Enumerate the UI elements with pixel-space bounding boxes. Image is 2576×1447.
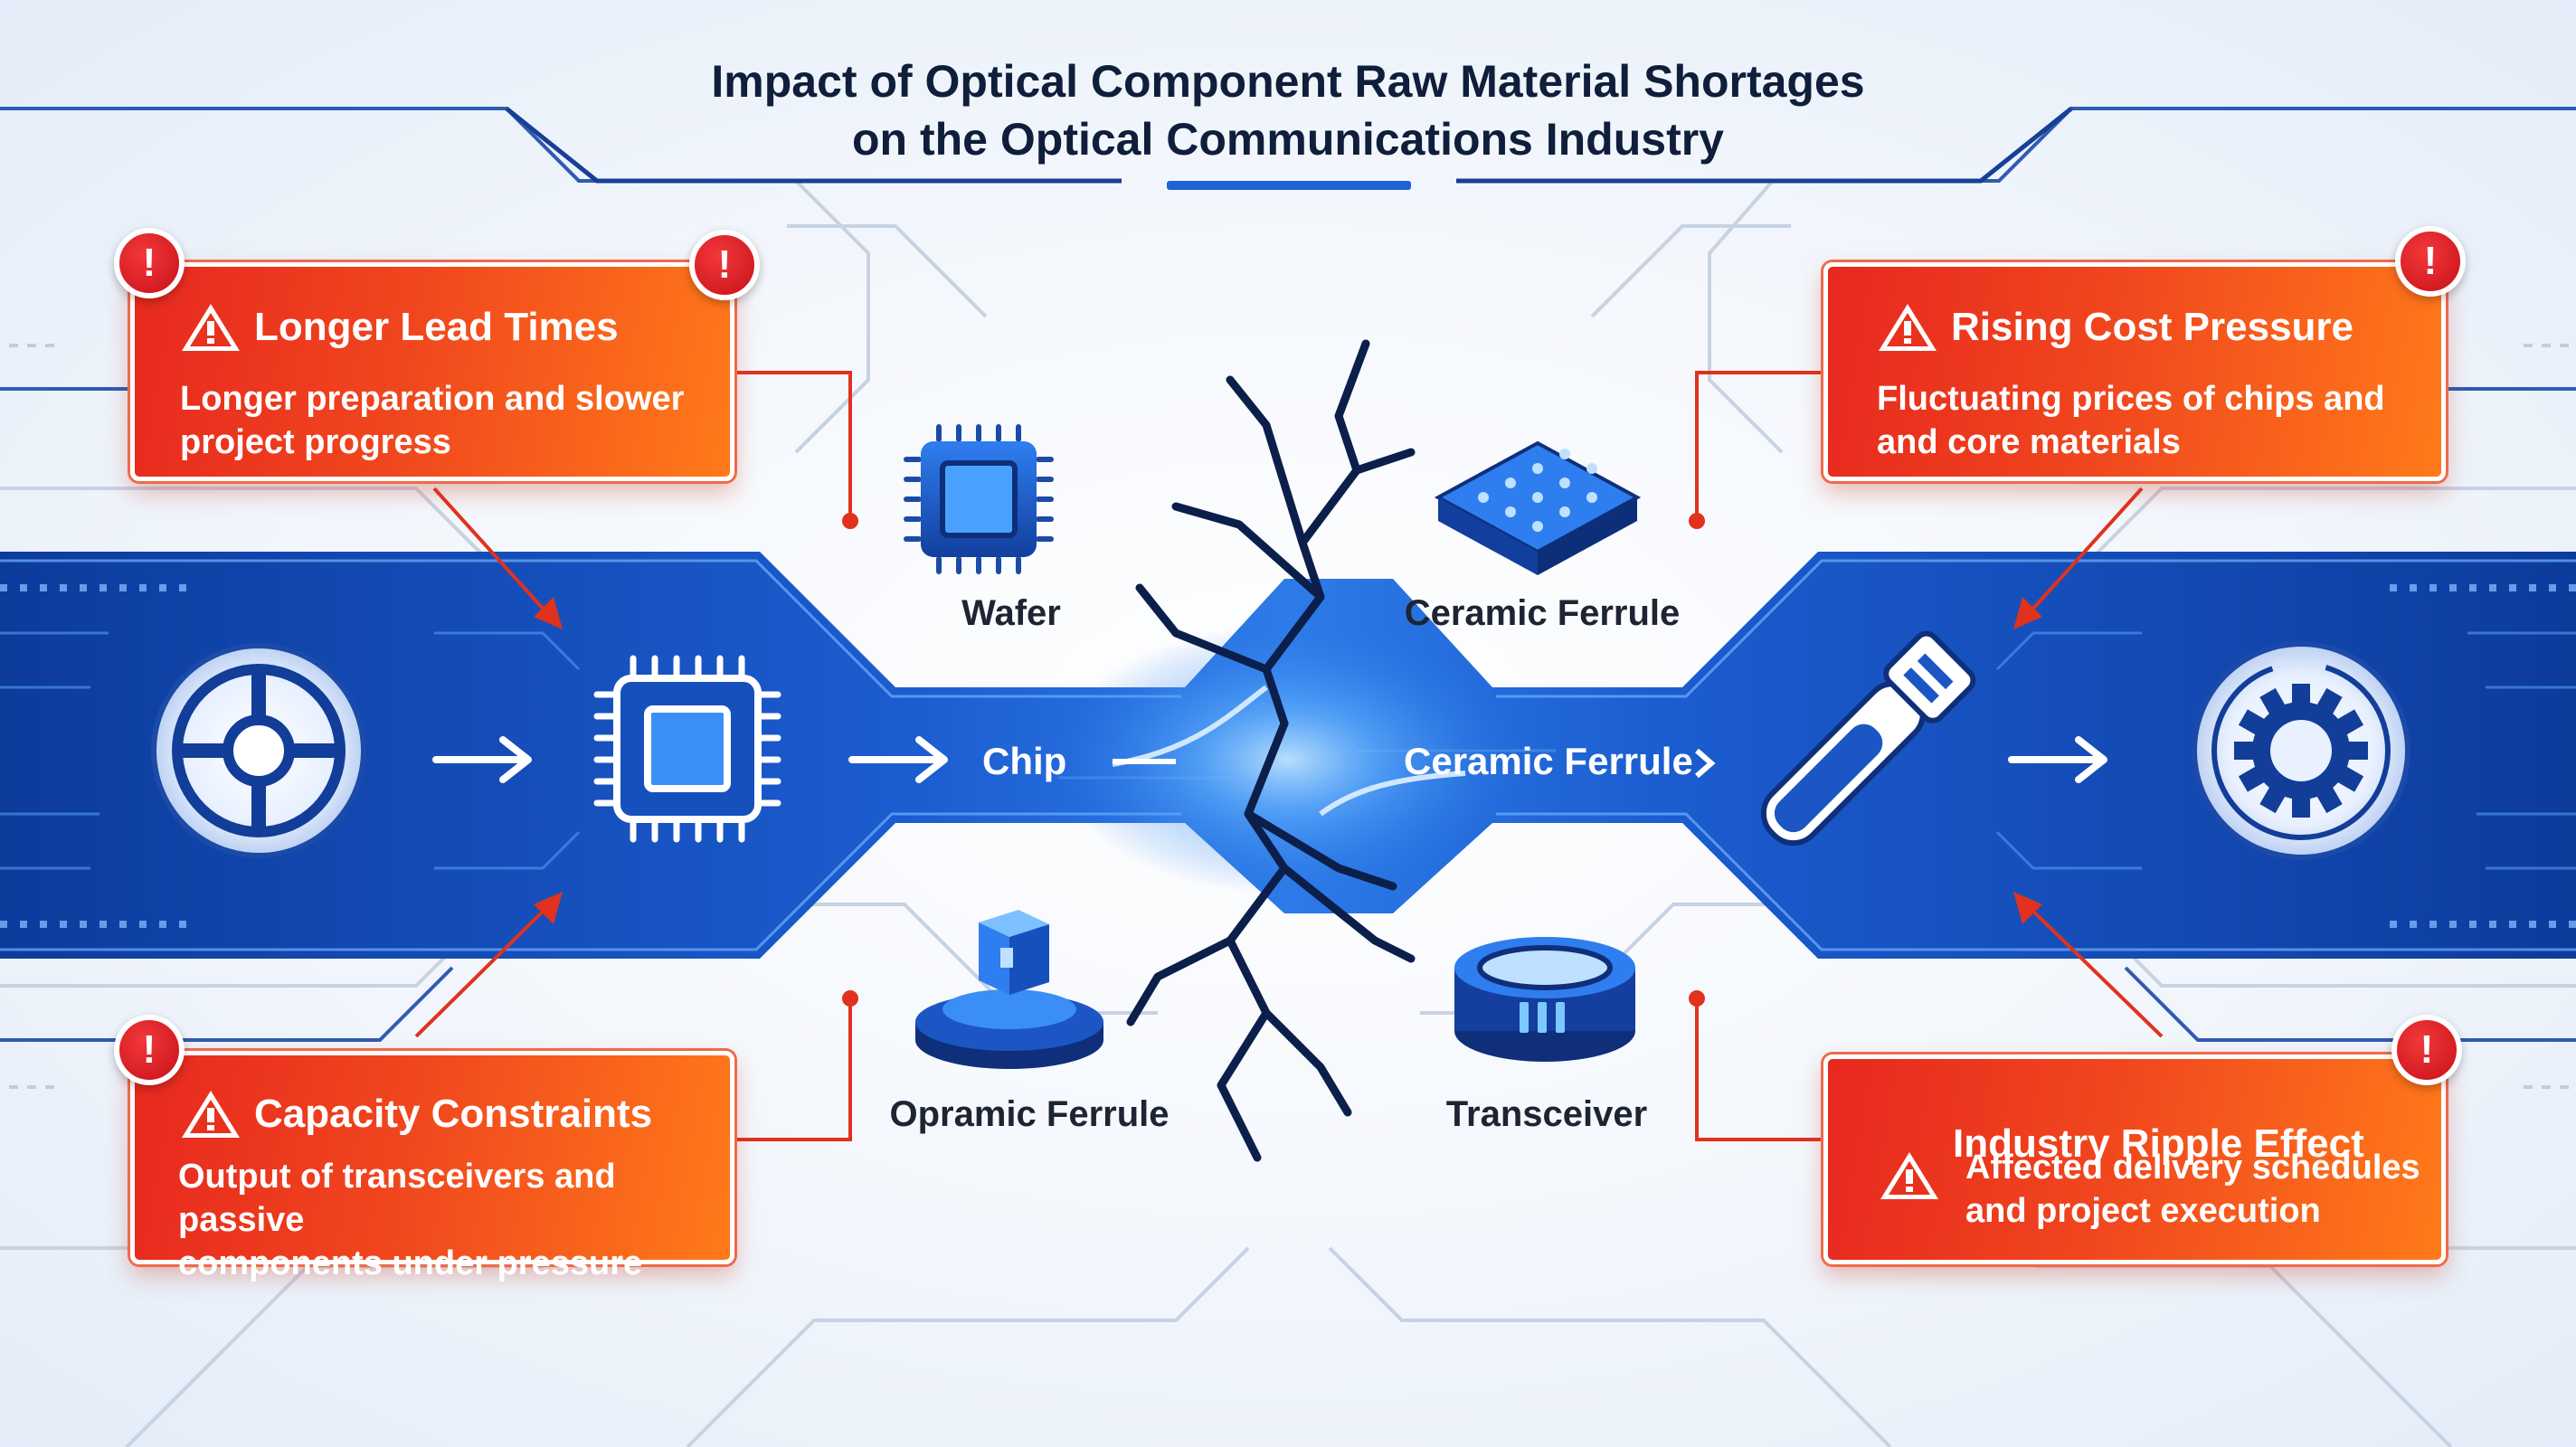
center-glow — [1053, 624, 1523, 895]
band-edge-bottom — [0, 812, 1181, 951]
card-header: Rising Cost Pressure — [1877, 301, 2353, 354]
card-body-line-1: Fluctuating prices of chips and — [1877, 380, 2385, 418]
card-header: Longer Lead Times — [180, 301, 619, 354]
card-rising-cost-pressure: Rising Cost Pressure Fluctuating prices … — [1823, 262, 2446, 481]
band-dots — [0, 584, 2576, 928]
title-line-1: Impact of Optical Component Raw Material… — [711, 56, 1865, 107]
card-body-line-1: Longer preparation and slower — [180, 380, 685, 418]
page-title: Impact of Optical Component Raw Material… — [384, 52, 2192, 168]
exclamation-circle-icon: ! — [114, 1015, 185, 1085]
title-underline — [1167, 181, 1411, 190]
card-body-line-1: Output of transceivers and passive — [178, 1158, 616, 1239]
connector-dots — [842, 513, 1705, 1007]
flow-arrow-ceramic — [1695, 748, 1716, 779]
crack — [1126, 339, 1416, 1162]
connector-arrowheads — [534, 597, 2042, 924]
warning-triangle-icon — [1879, 304, 1937, 351]
card-body-line-2: components under pressure — [178, 1244, 643, 1282]
flow-arrows — [432, 736, 2107, 783]
exclamation-circle-icon: ! — [2391, 1015, 2462, 1085]
light-streak-right — [1319, 771, 1466, 817]
label-transceiver: Transceiver — [1445, 1094, 1648, 1134]
ceramic-tile-icon — [1434, 440, 1642, 575]
band-edge-top — [0, 559, 1181, 698]
label-wafer: Wafer — [961, 593, 1061, 633]
wafer-chip-icon — [904, 424, 1054, 574]
title-line-2: on the Optical Communications Industry — [852, 114, 1724, 165]
card-heading: Longer Lead Times — [254, 305, 619, 349]
warning-triangle-icon — [182, 304, 240, 351]
exclamation-circle-icon: ! — [2395, 226, 2466, 297]
card-body-line-2: and core materials — [1877, 423, 2181, 461]
flow-label-ceramic-ferrule: Ceramic Ferrule — [1404, 740, 1693, 782]
background-dashes — [9, 344, 2569, 1089]
card-header: Capacity Constraints — [180, 1088, 652, 1140]
card-heading: Rising Cost Pressure — [1951, 305, 2354, 349]
card-longer-lead-times: Longer Lead Times Longer preparation and… — [130, 262, 734, 481]
card-industry-ripple-effect: Industry Ripple Effect Affected delivery… — [1823, 1055, 2446, 1264]
card-heading: Capacity Constraints — [254, 1092, 653, 1136]
chip-icon — [593, 655, 781, 843]
warning-triangle-icon — [1880, 1152, 1938, 1199]
band-edge-bottom-right — [1496, 812, 2576, 951]
gear-icon — [2192, 641, 2410, 860]
card-body-line-2: and project execution — [1965, 1192, 2321, 1230]
label-opramic-ferrule: Opramic Ferrule — [889, 1094, 1170, 1134]
transceiver-ring-icon — [1454, 937, 1635, 1062]
band-edge-top-right — [1496, 559, 2576, 698]
card-body: Longer preparation and slower project pr… — [180, 377, 684, 464]
light-streak-left — [1112, 685, 1268, 767]
card-body: Output of transceivers and passive compo… — [178, 1155, 730, 1285]
target-icon — [151, 643, 366, 858]
card-connectors — [414, 371, 2164, 1141]
card-header: Industry Ripple Effect — [1879, 1086, 2364, 1202]
title-frame — [505, 107, 2073, 184]
card-body-line-1: Affected delivery schedules — [1965, 1149, 2420, 1187]
label-ceramic-ferrule-top: Ceramic Ferrule — [1404, 593, 1681, 633]
card-body-line-2: project progress — [180, 423, 451, 461]
ferrule-connector-icon — [1760, 630, 1976, 846]
cube-on-disk-icon — [915, 910, 1103, 1069]
card-body: Affected delivery schedules and project … — [1965, 1146, 2420, 1233]
flow-label-chip: Chip — [982, 740, 1067, 782]
card-heading: Industry Ripple Effect — [1953, 1121, 2364, 1166]
exclamation-circle-icon: ! — [114, 228, 185, 298]
card-capacity-constraints: Capacity Constraints Output of transceiv… — [130, 1051, 734, 1282]
warning-triangle-icon — [182, 1091, 240, 1138]
card-body: Fluctuating prices of chips and and core… — [1877, 377, 2385, 464]
exclamation-circle-icon: ! — [689, 230, 760, 300]
